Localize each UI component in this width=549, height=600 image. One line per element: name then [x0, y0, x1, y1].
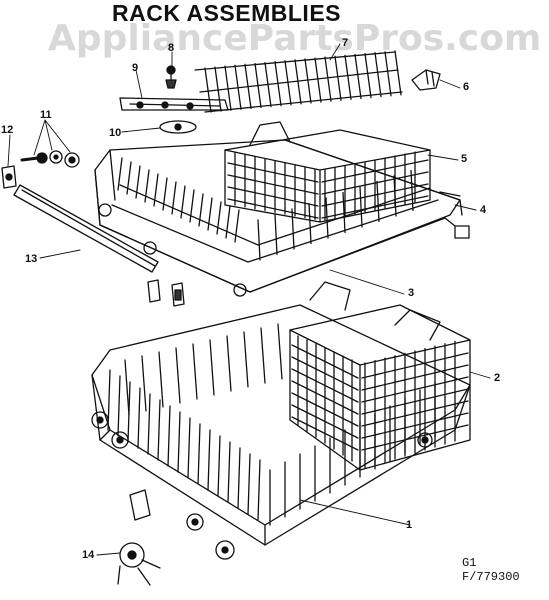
figure-code: G1 F/779300: [462, 556, 520, 584]
diagram-title: RACK ASSEMBLIES: [112, 0, 341, 26]
fastener-part-8: [165, 65, 177, 89]
callout-5: 5: [461, 153, 468, 165]
callout-6: 6: [463, 81, 470, 93]
callout-12: 12: [1, 124, 14, 136]
callout-14: 14: [82, 549, 95, 561]
callout-4: 4: [480, 204, 487, 216]
wheel-clip-part-14: [117, 489, 161, 586]
bracket-part-6: [411, 69, 441, 91]
basket-part-5: [224, 121, 431, 223]
leader-lines: [7, 43, 491, 556]
lower-rack-part-1: [91, 304, 471, 560]
callout-7: 7: [342, 37, 349, 49]
callout-11: 11: [40, 109, 52, 121]
callout-9: 9: [132, 62, 139, 74]
basket-part-2: [289, 281, 471, 471]
rail-strip-part-9: [119, 97, 229, 111]
watermark: AppliancePartsPros.com: [48, 18, 542, 59]
track-rail-part-13: [13, 184, 159, 273]
tine-row-part-7: [194, 50, 403, 113]
figure-code-line-1: G1: [462, 556, 477, 570]
callout-1: 1: [406, 519, 413, 531]
rack-slide-end-part: [147, 279, 185, 307]
callout-8: 8: [168, 42, 175, 54]
callout-13: 13: [25, 253, 38, 265]
callout-2: 2: [494, 372, 501, 384]
stop-part-12: [1, 165, 17, 189]
figure-code-line-2: F/779300: [462, 570, 520, 584]
clip-part-10: [159, 120, 197, 134]
screw-set-part-11: [20, 150, 80, 168]
upper-rack-part-3: [94, 139, 470, 297]
callout-10: 10: [109, 127, 122, 139]
callout-3: 3: [408, 287, 415, 299]
